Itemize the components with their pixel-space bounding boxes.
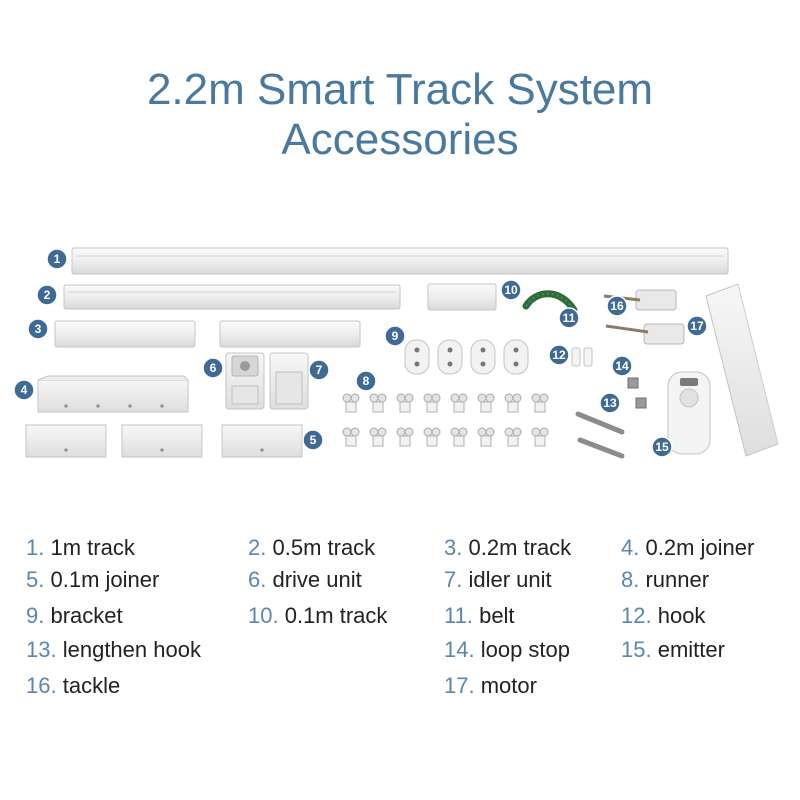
runners [342,393,549,447]
runner [423,393,441,413]
legend-item: 12. hook [621,603,706,628]
runner [369,393,387,413]
badge-label: 13 [603,396,617,410]
badge-label: 16 [610,299,624,313]
legend-item: 11. belt [444,603,515,628]
drive-unit [225,352,265,410]
badge-label: 8 [363,374,370,388]
runner [477,427,495,447]
runner [396,393,414,413]
badge-label: 12 [552,348,566,362]
legend-item: 15. emitter [621,637,725,662]
hooks [571,347,593,367]
page-subtitle: Accessories [281,115,519,164]
badge-10: 10 [500,279,522,301]
badge-label: 11 [563,311,576,325]
joiner-01m [25,424,303,458]
emitter [667,371,711,455]
badge-label: 15 [655,440,669,454]
legend-item: 8. runner [621,567,710,592]
runner [531,427,549,447]
track-01m [427,283,497,311]
runner [423,427,441,447]
badge-4: 4 [13,379,35,401]
runner [504,427,522,447]
legend-item: 9. bracket [26,603,123,628]
legend-item: 17. motor [444,673,537,698]
badge-3: 3 [27,318,49,340]
track-02m [54,320,361,348]
track-05m [63,284,401,310]
badge-8: 8 [355,370,377,392]
badge-label: 10 [504,283,518,297]
loop-stops [627,377,647,409]
page-title: 2.2m Smart Track System [146,65,654,114]
legend-item: 7. idler unit [444,567,552,592]
runner [504,393,522,413]
badge-17: 17 [686,315,708,337]
badge-label: 4 [21,383,28,397]
badge-2: 2 [36,284,58,306]
brackets [404,339,529,375]
badge-label: 1 [54,252,61,266]
track-1m [71,247,729,275]
badge-1: 1 [46,248,68,270]
badge-label: 7 [316,363,323,377]
legend-item: 14. loop stop [444,637,571,662]
runner [450,393,468,413]
badge-label: 3 [35,322,42,336]
badge-label: 9 [392,329,399,343]
runner [531,393,549,413]
legend-item: 10. 0.1m track [248,603,388,628]
badge-9: 9 [384,325,406,347]
badge-15: 15 [651,436,673,458]
badge-label: 14 [615,359,629,373]
badge-label: 5 [310,433,317,447]
legend-item: 1. 1m track [26,535,135,560]
lengthen-hooks [575,411,625,459]
legend-item: 4. 0.2m joiner [621,535,755,560]
badge-12: 12 [548,344,570,366]
belt [522,290,578,314]
legend-item: 2. 0.5m track [248,535,376,560]
badge-label: 2 [44,288,51,302]
motor [705,283,779,457]
runner [450,427,468,447]
runner [342,427,360,447]
legend-item: 5. 0.1m joiner [26,567,160,592]
idler-unit [269,352,309,410]
badge-13: 13 [599,392,621,414]
badge-label: 17 [690,319,704,333]
badge-11: 11 [558,307,580,329]
runner [369,427,387,447]
runner [477,393,495,413]
badge-label: 6 [210,361,217,375]
runner [396,427,414,447]
badge-7: 7 [308,359,330,381]
legend-item: 13. lengthen hook [26,637,201,662]
badge-6: 6 [202,357,224,379]
joiner-02m [37,375,189,413]
runner [342,393,360,413]
badge-5: 5 [302,429,324,451]
badge-16: 16 [606,295,628,317]
legend-item: 16. tackle [26,673,121,698]
legend-item: 6. drive unit [248,567,362,592]
badge-14: 14 [611,355,633,377]
legend-item: 3. 0.2m track [444,535,572,560]
